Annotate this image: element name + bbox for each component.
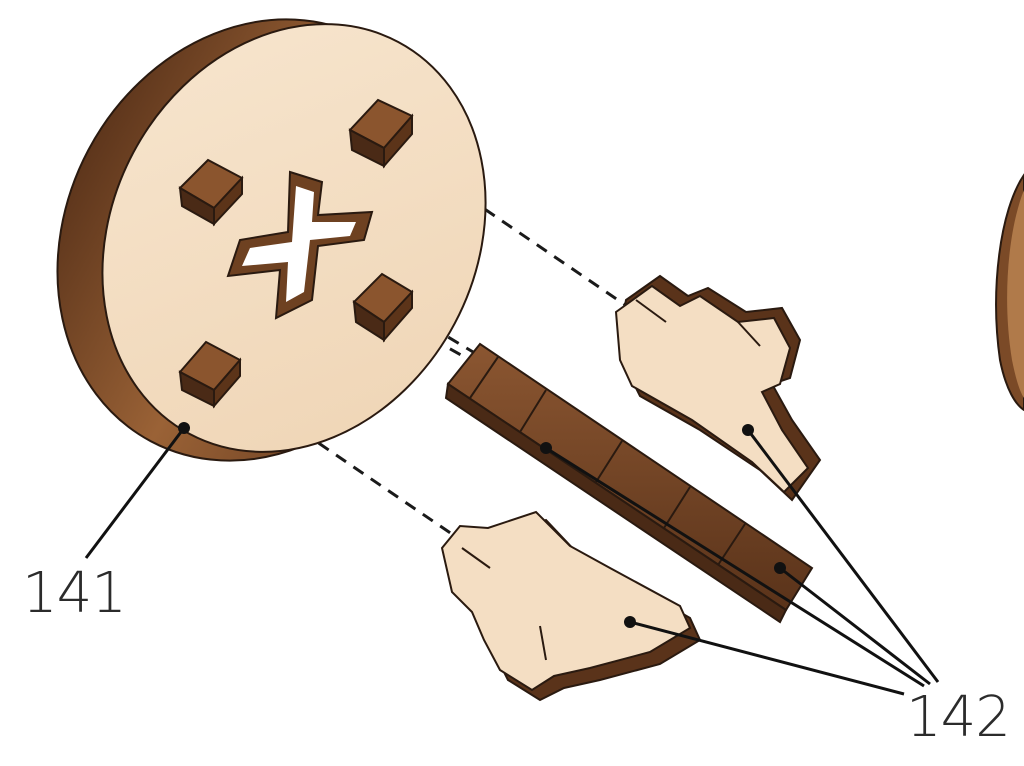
leader-dot-lower-piece (624, 616, 636, 628)
leader-dot-bar-top (540, 442, 552, 454)
adjacent-disk-partial (996, 175, 1024, 410)
leader-141 (86, 422, 190, 558)
part-number-141: 141 (22, 566, 126, 622)
leader-dot-upper-piece (742, 424, 754, 436)
leader-dot-141 (178, 422, 190, 434)
leader-dot-bar-end (774, 562, 786, 574)
part-141-disk (0, 0, 559, 531)
part-number-142: 142 (906, 690, 1010, 746)
